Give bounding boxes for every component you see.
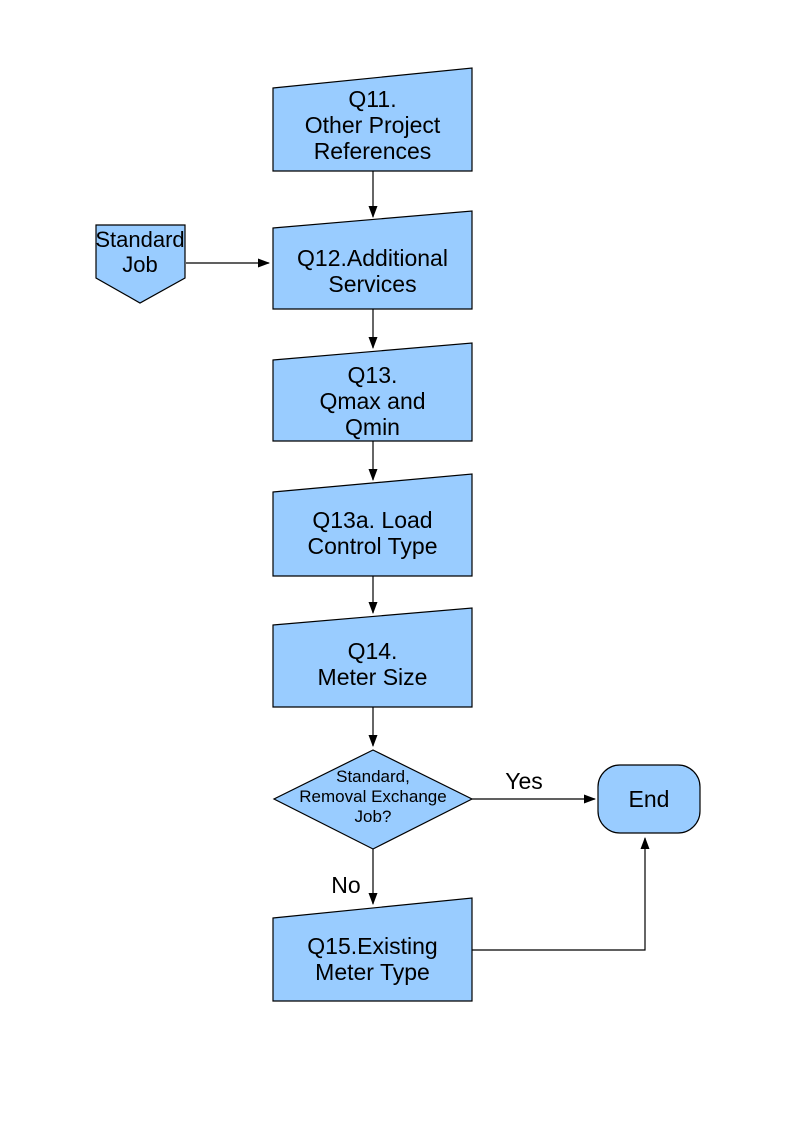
decision-diamond-shape bbox=[272, 749, 474, 850]
q12-shape bbox=[272, 210, 473, 310]
q11-shape bbox=[272, 67, 473, 172]
standard-job-shape bbox=[95, 224, 186, 304]
q15-shape bbox=[272, 897, 473, 1002]
q14-shape bbox=[272, 607, 473, 708]
connector-q15-end bbox=[472, 837, 650, 951]
q13a-shape bbox=[272, 473, 473, 577]
q13-shape bbox=[272, 342, 473, 442]
end-shape bbox=[597, 764, 701, 834]
